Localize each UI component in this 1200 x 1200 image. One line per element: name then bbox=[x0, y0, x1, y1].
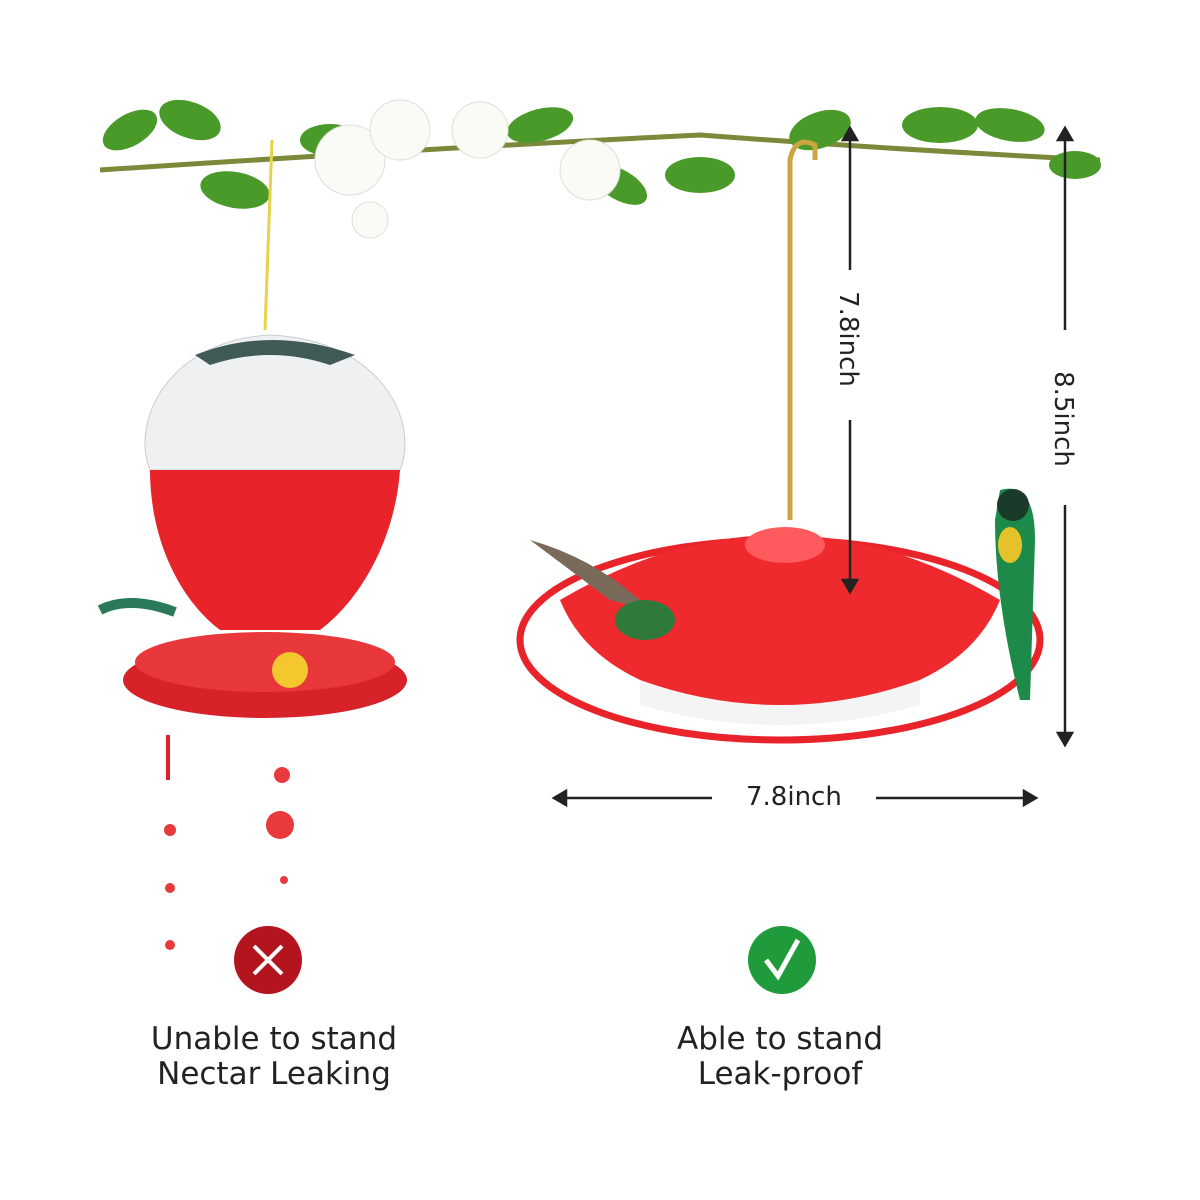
hook-height-label: 7.8inch bbox=[832, 291, 863, 387]
x-mark-icon bbox=[234, 926, 302, 994]
width-label: 7.8inch bbox=[746, 782, 842, 812]
left-caption-line2: Nectar Leaking bbox=[157, 1056, 391, 1092]
right-caption-line1: Able to stand bbox=[676, 1021, 884, 1057]
total-height-label: 8.5inch bbox=[1047, 371, 1078, 467]
dish-feeder bbox=[516, 139, 1044, 744]
left-caption: Unable to stand Nectar Leaking bbox=[74, 1022, 474, 1092]
dimension-arrows bbox=[551, 125, 1075, 808]
branch-with-leaves bbox=[99, 99, 1101, 239]
check-mark-icon bbox=[748, 926, 816, 994]
strawberry-feeder bbox=[97, 139, 407, 950]
left-caption-line1: Unable to stand bbox=[150, 1021, 398, 1057]
right-caption-line2: Leak-proof bbox=[697, 1056, 863, 1092]
right-caption: Able to stand Leak-proof bbox=[580, 1022, 980, 1092]
